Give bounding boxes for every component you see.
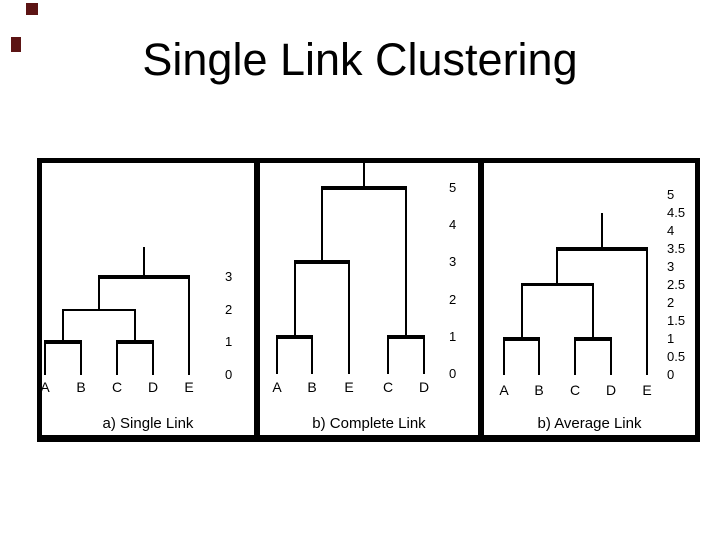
axis-tick-label: 3 <box>667 259 675 274</box>
dendrogram-link-line <box>348 262 350 374</box>
axis-tick-label: 3 <box>449 254 457 270</box>
leaf-label-E: E <box>344 379 354 395</box>
dendrogram-merge-bar <box>44 340 82 345</box>
axis-tick-label: 5 <box>449 180 457 195</box>
dendrogram-merge-bar <box>293 260 350 265</box>
dendrogram-link-line <box>98 276 100 310</box>
leaf-label-C: C <box>382 379 394 395</box>
dendrogram-link-line <box>538 339 540 375</box>
dendrogram-link-line <box>556 249 559 285</box>
leaf-label-E: E <box>184 379 194 395</box>
panel-caption-single-link: a) Single Link <box>102 415 194 432</box>
dendrogram-link-line <box>116 342 118 375</box>
axis-tick-label: 4.5 <box>667 205 686 220</box>
leaf-label-E: E <box>642 382 652 398</box>
dendrogram-link-line <box>520 285 523 339</box>
dendrogram-link-line <box>293 262 296 337</box>
axis-tick-label: 2 <box>667 295 675 310</box>
dendrogram-link-line <box>646 249 648 375</box>
dendrogram-link-line <box>188 276 190 375</box>
axis-tick-label: 1 <box>449 328 457 344</box>
dendrogram-link-line <box>276 336 278 374</box>
panel-divider-2 <box>478 163 484 435</box>
dendrogram-merge-bar <box>62 308 136 311</box>
leaf-label-A: A <box>40 379 50 395</box>
leaf-label-A: A <box>499 382 509 398</box>
axis-tick-label: 1 <box>667 331 675 346</box>
panel-divider-1 <box>254 163 260 435</box>
leaf-label-C: C <box>111 379 123 395</box>
dendrogram-link-line <box>610 339 612 375</box>
dendrogram-merge-bar <box>503 337 540 341</box>
dendrogram-merge-bar <box>387 334 425 339</box>
leaf-label-D: D <box>147 379 159 395</box>
dendrogram-figure: A B C D E 3 2 1 0 A B E C D 5 4 3 2 1 0 A B C D E 5 4.5 4 3.5 3 2.5 2… <box>37 158 700 442</box>
leaf-label-D: D <box>418 379 430 395</box>
dendrogram-stem-line <box>362 163 365 188</box>
slide-title: Single Link Clustering <box>142 34 578 85</box>
leaf-label-C: C <box>569 382 581 398</box>
leaf-label-B: B <box>307 379 317 395</box>
dendrogram-link-line <box>387 336 389 374</box>
dendrogram-stem-line <box>601 213 604 249</box>
dendrogram-link-line <box>592 285 594 339</box>
axis-tick-label: 0 <box>667 367 675 382</box>
axis-tick-label: 0 <box>225 367 233 382</box>
slide-decoration-square-left <box>11 37 21 52</box>
axis-tick-label: 1.5 <box>667 313 686 328</box>
dendrogram-link-line <box>320 188 323 263</box>
leaf-label-B: B <box>534 382 544 398</box>
panel-caption-average-link: b) Average Link <box>537 415 642 432</box>
leaf-label-D: D <box>605 382 617 398</box>
dendrogram-merge-bar <box>98 274 190 279</box>
dendrogram-merge-bar <box>276 334 313 339</box>
leaf-label-A: A <box>272 379 282 395</box>
axis-tick-label: 5 <box>667 187 675 202</box>
leaf-label-B: B <box>76 379 86 395</box>
dendrogram-link-line <box>423 336 425 374</box>
slide-decoration-square-top <box>26 3 38 15</box>
dendrogram-link-line <box>44 342 46 375</box>
axis-tick-label: 2 <box>449 291 457 307</box>
axis-tick-label: 3 <box>225 268 233 284</box>
axis-tick-label: 0 <box>449 366 457 381</box>
dendrogram-link-line <box>134 309 136 343</box>
dendrogram-link-line <box>80 342 82 375</box>
axis-tick-label: 2 <box>225 301 233 317</box>
dendrogram-link-line <box>574 339 576 375</box>
axis-tick-label: 1 <box>225 334 233 350</box>
dendrogram-merge-bar <box>320 186 407 190</box>
dendrogram-merge-bar <box>556 247 648 251</box>
dendrogram-link-line <box>62 309 64 343</box>
dendrogram-link-line <box>503 339 505 375</box>
dendrogram-link-line <box>405 188 407 337</box>
panel-caption-complete-link: b) Complete Link <box>312 415 426 432</box>
axis-tick-label: 4 <box>449 217 457 233</box>
dendrogram-link-line <box>152 342 154 375</box>
axis-tick-label: 3.5 <box>667 241 686 256</box>
axis-tick-label: 2.5 <box>667 277 686 292</box>
axis-tick-label: 0.5 <box>667 349 686 364</box>
dendrogram-link-line <box>311 336 313 374</box>
dendrogram-stem-line <box>143 247 145 277</box>
dendrogram-merge-bar <box>116 340 154 345</box>
dendrogram-merge-bar <box>574 337 612 341</box>
axis-tick-label: 4 <box>667 223 675 238</box>
